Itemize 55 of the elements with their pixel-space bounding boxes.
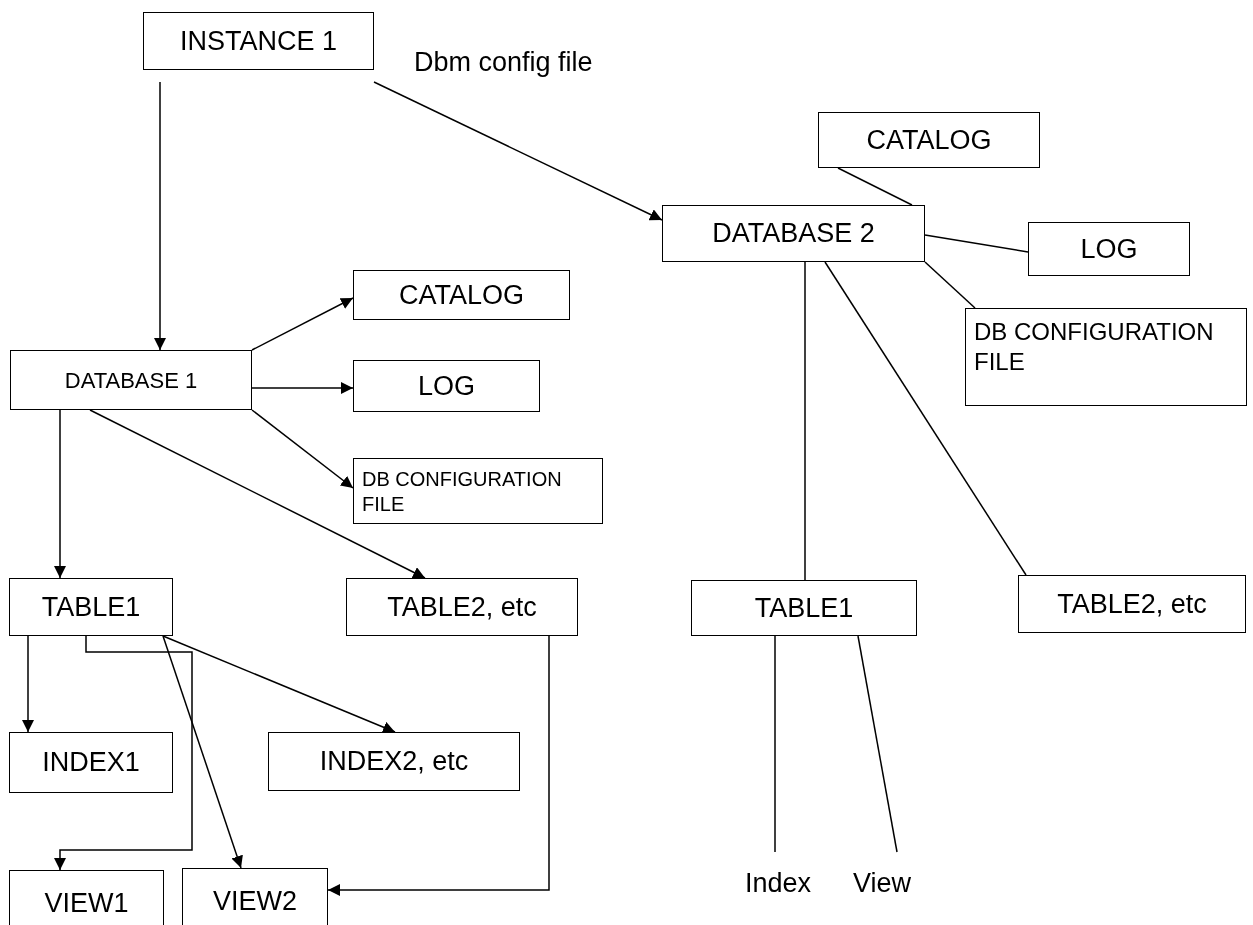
arrow xyxy=(54,635,193,871)
arrow xyxy=(327,635,550,896)
box xyxy=(818,112,1040,168)
arrow xyxy=(251,409,354,489)
arrow xyxy=(89,409,426,579)
arrow xyxy=(373,81,663,221)
connector-line xyxy=(774,635,776,853)
node-text: CATALOG xyxy=(866,123,992,157)
connector-line xyxy=(837,167,913,206)
connector-line xyxy=(824,261,1027,576)
node-text: INSTANCE 1 xyxy=(180,24,337,58)
box xyxy=(353,270,570,320)
node-text: Index xyxy=(744,866,812,900)
node-text: DATABASE 2 xyxy=(712,217,875,251)
node-text: INDEX2, etc xyxy=(319,745,469,779)
arrow xyxy=(162,635,396,733)
box xyxy=(10,350,252,410)
connector-line xyxy=(857,635,898,853)
box xyxy=(353,360,540,412)
box xyxy=(346,578,578,636)
arrow xyxy=(22,635,34,733)
node-text: VIEW2 xyxy=(213,885,297,918)
box xyxy=(143,12,374,70)
arrow xyxy=(251,297,354,351)
box xyxy=(691,580,917,636)
box xyxy=(1028,222,1190,276)
node-text: DB CONFIGURATION FILE xyxy=(974,317,1215,377)
node-text: TABLE1 xyxy=(754,591,854,625)
node-text: TABLE1 xyxy=(41,590,141,624)
connector-line xyxy=(924,234,1029,253)
arrow xyxy=(251,382,354,394)
node-text: LOG xyxy=(418,369,475,403)
box xyxy=(353,458,603,524)
box xyxy=(1018,575,1246,633)
node-text: View xyxy=(852,866,911,900)
node-text: CATALOG xyxy=(399,278,524,312)
node-text: INDEX1 xyxy=(42,746,140,780)
box xyxy=(662,205,925,262)
box xyxy=(9,732,173,793)
node-text: DATABASE 1 xyxy=(64,366,198,395)
node-text: DB CONFIGURATION FILE xyxy=(362,467,563,517)
arrow xyxy=(162,635,243,869)
node-text: TABLE2, etc xyxy=(387,590,537,624)
box xyxy=(9,578,173,636)
box xyxy=(965,308,1247,406)
box xyxy=(268,732,520,791)
connector-line xyxy=(924,261,976,309)
node-text: TABLE2, etc xyxy=(1057,587,1207,621)
box xyxy=(9,870,164,925)
node-text: VIEW1 xyxy=(44,887,129,920)
box xyxy=(182,868,328,925)
arrow xyxy=(154,81,166,351)
node-text: LOG xyxy=(1080,232,1138,266)
arrow xyxy=(54,409,66,579)
connector-line xyxy=(804,261,806,581)
